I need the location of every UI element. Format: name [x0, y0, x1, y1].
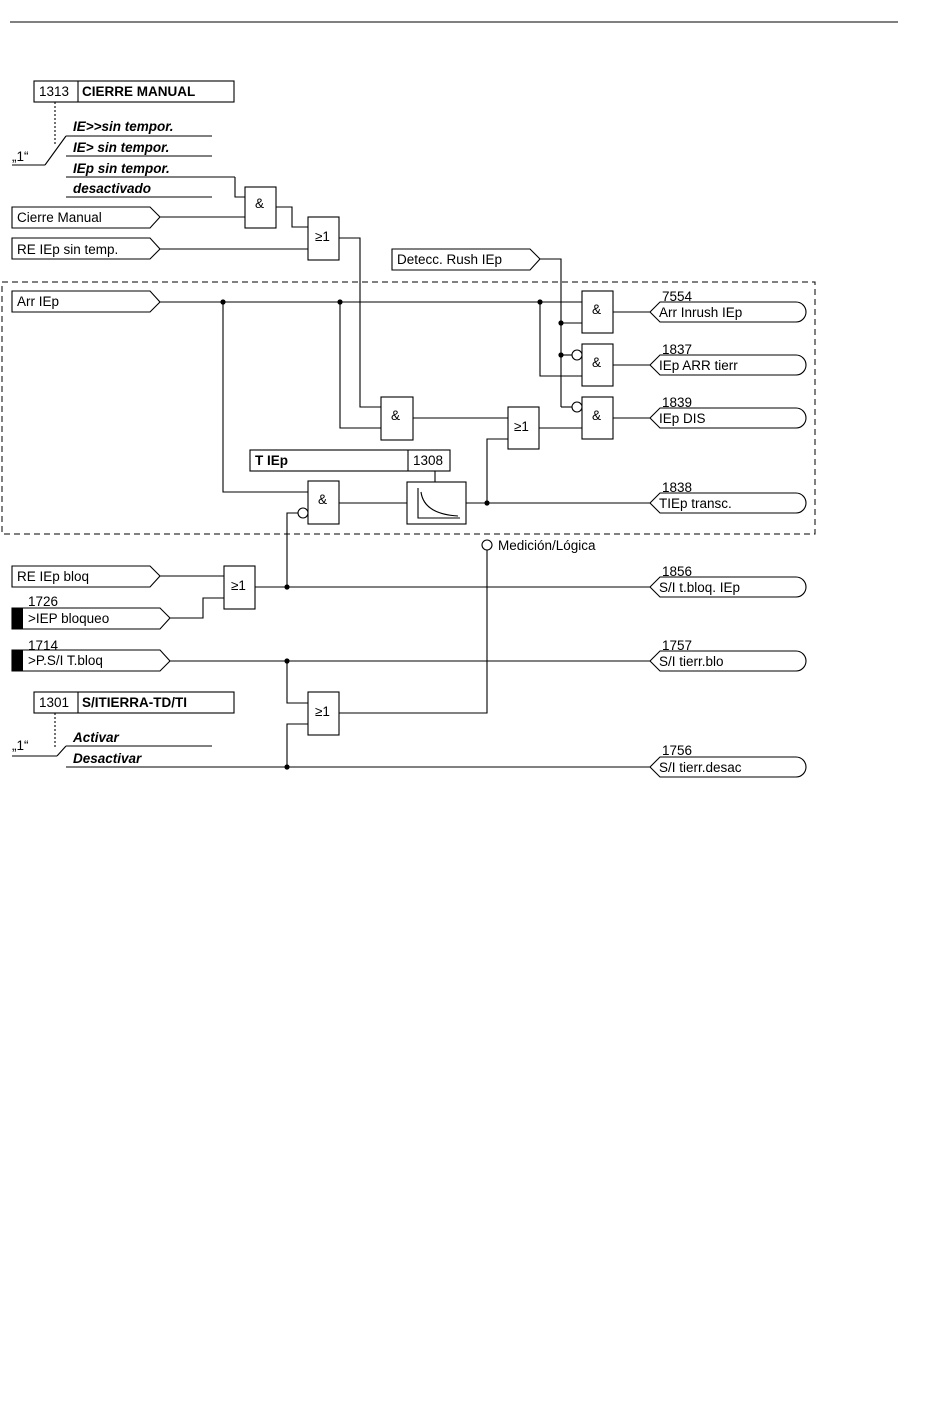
output-si-tierr-desac: 1756 S/I tierr.desac — [649, 743, 807, 778]
output-si-tbloq-iep: 1856 S/I t.bloq. IEp — [649, 564, 807, 598]
svg-text:≥1: ≥1 — [231, 578, 246, 593]
svg-text:&: & — [255, 196, 264, 211]
svg-text:1308: 1308 — [413, 453, 443, 468]
output-iep-arr-tierr: 1837 IEp ARR tierr — [649, 342, 807, 376]
svg-text:S/I tierr.blo: S/I tierr.blo — [659, 654, 724, 669]
svg-text:7554: 7554 — [662, 289, 693, 304]
svg-text:&: & — [318, 492, 327, 507]
input-arr-iep: Arr IEp — [11, 290, 161, 313]
svg-text:&: & — [391, 408, 400, 423]
svg-text:S/I t.bloq. IEp: S/I t.bloq. IEp — [659, 580, 740, 595]
output-tiep-transc: 1838 TIEp transc. — [649, 480, 807, 514]
svg-text:Arr IEp: Arr IEp — [17, 294, 59, 309]
medicion-label: Medición/Lógica — [498, 538, 596, 553]
setting-1301: 1301 S/ITIERRA-TD/TI „1“ Activar Desacti… — [12, 691, 235, 766]
svg-text:1856: 1856 — [662, 564, 692, 579]
and-gate-timing: & — [307, 480, 340, 525]
svg-text:Cierre Manual: Cierre Manual — [17, 210, 102, 225]
svg-text:1756: 1756 — [662, 743, 692, 758]
input-detecc-rush: Detecc. Rush IEp — [391, 248, 541, 271]
or-gate-sin-temp: ≥1 — [307, 216, 340, 261]
option-ie: IE> sin tempor. — [73, 140, 169, 155]
input-cierre-manual: Cierre Manual — [11, 206, 161, 229]
and-gate-inrush: & — [581, 290, 614, 334]
output-si-tierr-blo: 1757 S/I tierr.blo — [649, 638, 807, 672]
input-iep-bloqueo: 1726 >IEP bloqueo — [11, 594, 171, 630]
default-value-label: „1“ — [12, 149, 29, 164]
function-frame — [1, 281, 816, 535]
option-activar: Activar — [72, 730, 120, 745]
or-gate-earth-block: ≥1 — [307, 691, 340, 736]
default-value-label-2: „1“ — [12, 738, 29, 753]
and-gate-manual-arr: & — [380, 396, 414, 441]
svg-text:1837: 1837 — [662, 342, 692, 357]
svg-text:Arr Inrush IEp: Arr Inrush IEp — [659, 305, 742, 320]
and-gate-manual-close: & — [244, 186, 277, 229]
svg-text:>P.S/I T.bloq: >P.S/I T.bloq — [28, 653, 103, 668]
svg-text:≥1: ≥1 — [315, 229, 330, 244]
option-iep: IEp sin tempor. — [73, 161, 170, 176]
option-ie-hi: IE>>sin tempor. — [73, 119, 174, 134]
svg-text:S/I tierr.desac: S/I tierr.desac — [659, 760, 742, 775]
svg-text:IEp DIS: IEp DIS — [659, 411, 706, 426]
svg-text:T IEp: T IEp — [255, 453, 288, 468]
svg-text:&: & — [592, 408, 601, 423]
svg-text:S/ITIERRA-TD/TI: S/ITIERRA-TD/TI — [82, 695, 187, 710]
or-gate-block: ≥1 — [223, 565, 256, 610]
and-gate-arr-tierr: & — [581, 343, 614, 387]
svg-text:RE IEp bloq: RE IEp bloq — [17, 569, 89, 584]
svg-text:TIEp transc.: TIEp transc. — [659, 496, 732, 511]
input-re-iep-sin-temp: RE IEp sin temp. — [11, 237, 161, 260]
svg-text:CIERRE MANUAL: CIERRE MANUAL — [82, 84, 195, 99]
and-gate-dis: & — [581, 396, 614, 440]
svg-text:≥1: ≥1 — [315, 704, 330, 719]
svg-text:1838: 1838 — [662, 480, 692, 495]
svg-text:1714: 1714 — [28, 638, 59, 653]
svg-text:Detecc. Rush IEp: Detecc. Rush IEp — [397, 252, 502, 267]
svg-text:&: & — [592, 302, 601, 317]
output-arr-inrush: 7554 Arr Inrush IEp — [649, 289, 807, 323]
svg-text:IEp ARR tierr: IEp ARR tierr — [659, 358, 738, 373]
svg-text:≥1: ≥1 — [514, 419, 529, 434]
inverse-time-element — [406, 481, 467, 525]
or-gate-trip: ≥1 — [507, 406, 540, 450]
output-iep-dis: 1839 IEp DIS — [649, 395, 807, 429]
setting-1308: T IEp 1308 — [249, 449, 451, 472]
svg-text:>IEP bloqueo: >IEP bloqueo — [28, 611, 109, 626]
option-desactivar: Desactivar — [73, 751, 142, 766]
option-desactivado: desactivado — [73, 181, 151, 196]
svg-text:RE IEp sin temp.: RE IEp sin temp. — [17, 242, 118, 257]
svg-text:&: & — [592, 355, 601, 370]
svg-text:1839: 1839 — [662, 395, 692, 410]
input-psi-tbloq: 1714 >P.S/I T.bloq — [11, 638, 171, 672]
input-re-iep-bloq: RE IEp bloq — [11, 565, 161, 588]
svg-text:1313: 1313 — [39, 84, 69, 99]
setting-1313: 1313 CIERRE MANUAL „1“ IE>>sin tempor. I… — [12, 80, 235, 198]
svg-text:1757: 1757 — [662, 638, 692, 653]
svg-text:1726: 1726 — [28, 594, 58, 609]
svg-text:1301: 1301 — [39, 695, 69, 710]
